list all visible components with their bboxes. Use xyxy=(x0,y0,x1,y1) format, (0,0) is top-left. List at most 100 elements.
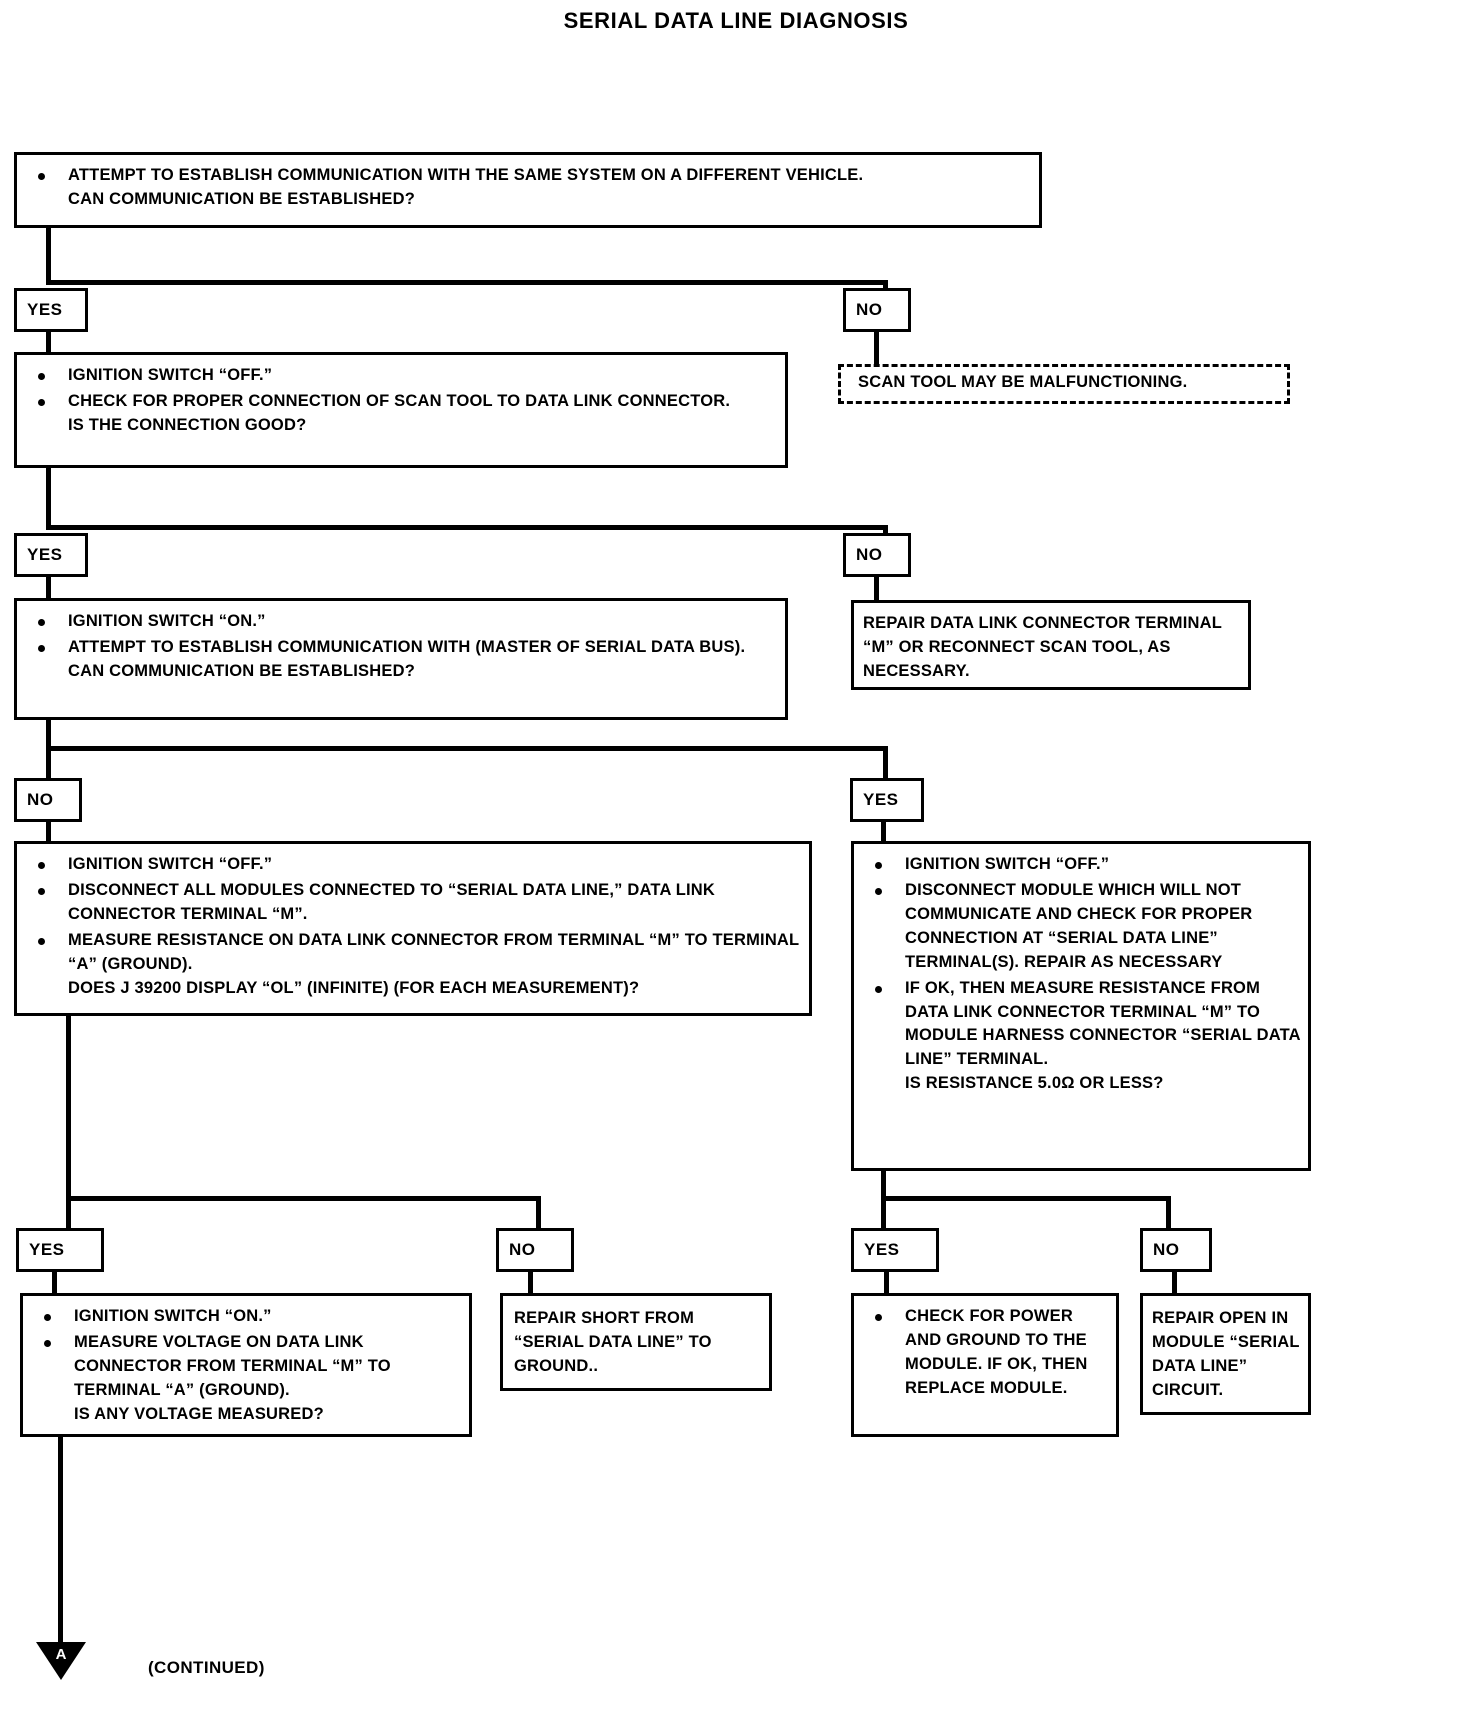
connector-step4-left-to-no xyxy=(536,1196,541,1230)
step-4-left-bullet-3-sub: DOES J 39200 DISPLAY “OL” (INFINITE) (FO… xyxy=(68,978,640,997)
continuation-triangle-icon xyxy=(36,1642,86,1680)
step-5-left-bullet-2: MEASURE VOLTAGE ON DATA LINK CONNECTOR F… xyxy=(34,1331,462,1427)
step-3-box xyxy=(14,598,788,720)
step-4-left-bullet-1: IGNITION SWITCH “OFF.” xyxy=(28,853,802,877)
branch-no-3-label: NO xyxy=(27,790,54,809)
step-4-left-bullet-3-text: MEASURE RESISTANCE ON DATA LINK CONNECTO… xyxy=(68,930,800,973)
step-5-left-bullet-1: IGNITION SWITCH “ON.” xyxy=(34,1305,462,1329)
connector-step2-stem xyxy=(46,468,51,530)
connector-yes5-down xyxy=(884,1272,889,1294)
outcome-repair-open-box xyxy=(1140,1293,1311,1415)
step-5-left-content: IGNITION SWITCH “ON.” MEASURE VOLTAGE ON… xyxy=(20,1293,472,1437)
outcome-repair-short-content: REPAIR SHORT FROM “SERIAL DATA LINE” TO … xyxy=(500,1293,772,1391)
branch-yes-2[interactable]: YES xyxy=(14,533,88,577)
branch-yes-2-label: YES xyxy=(27,545,63,564)
step-4-right-box xyxy=(851,841,1311,1171)
outcome-check-power-text: CHECK FOR POWER AND GROUND TO THE MODULE… xyxy=(905,1307,1088,1397)
connector-step1-to-no xyxy=(883,280,888,288)
step-4-left-bullet-2-text: DISCONNECT ALL MODULES CONNECTED TO “SER… xyxy=(68,880,716,923)
step-1-content: ATTEMPT TO ESTABLISH COMMUNICATION WITH … xyxy=(14,152,1042,228)
outcome-check-power-content: CHECK FOR POWER AND GROUND TO THE MODULE… xyxy=(851,1293,1119,1437)
branch-no-5-label: NO xyxy=(1153,1240,1180,1259)
connector-step3-bar xyxy=(46,746,888,751)
connector-step4-left-bar xyxy=(66,1196,541,1201)
connector-step4-right-to-no xyxy=(1166,1196,1171,1230)
branch-yes-1-label: YES xyxy=(27,300,63,319)
step-2-box xyxy=(14,352,788,468)
step-4-left-bullet-3: MEASURE RESISTANCE ON DATA LINK CONNECTO… xyxy=(28,929,802,1001)
outcome-repair-dlc-box xyxy=(851,600,1251,690)
connector-yes2-down xyxy=(46,577,51,602)
branch-no-2[interactable]: NO xyxy=(843,533,911,577)
step-3-bullet-1-text: IGNITION SWITCH “ON.” xyxy=(68,612,266,630)
connector-step3-stem xyxy=(46,720,51,782)
continuation-marker-letter: A xyxy=(55,1646,67,1663)
step-1-bullet-1-text: ATTEMPT TO ESTABLISH COMMUNICATION WITH … xyxy=(68,166,864,184)
connector-no5-down xyxy=(1172,1272,1177,1294)
connector-step2-to-no xyxy=(883,525,888,533)
outcome-check-power-bullet: CHECK FOR POWER AND GROUND TO THE MODULE… xyxy=(865,1305,1109,1401)
connector-step1-stem xyxy=(46,228,51,285)
outcome-scan-tool-box xyxy=(838,364,1290,404)
branch-no-1-label: NO xyxy=(856,300,883,319)
step-3-bullet-1: IGNITION SWITCH “ON.” xyxy=(28,610,778,634)
outcome-check-power-box xyxy=(851,1293,1119,1437)
continued-label: (CONTINUED) xyxy=(148,1658,265,1677)
branch-yes-4[interactable]: YES xyxy=(16,1228,104,1272)
outcome-repair-dlc-text: REPAIR DATA LINK CONNECTOR TERMINAL “M” … xyxy=(863,614,1222,680)
step-1-bullet-1-sub: CAN COMMUNICATION BE ESTABLISHED? xyxy=(68,189,415,208)
branch-yes-1[interactable]: YES xyxy=(14,288,88,332)
step-5-left-bullet-2-text: MEASURE VOLTAGE ON DATA LINK CONNECTOR F… xyxy=(74,1332,391,1399)
connector-step3-to-yes xyxy=(883,746,888,778)
branch-no-1[interactable]: NO xyxy=(843,288,911,332)
branch-no-5[interactable]: NO xyxy=(1140,1228,1212,1272)
connector-no4-down xyxy=(528,1272,533,1294)
branch-no-4-label: NO xyxy=(509,1240,536,1259)
connector-yes4-down xyxy=(52,1272,57,1294)
step-4-right-content: IGNITION SWITCH “OFF.” DISCONNECT MODULE… xyxy=(851,841,1311,1171)
step-4-right-bullet-3: IF OK, THEN MEASURE RESISTANCE FROM DATA… xyxy=(865,977,1301,1097)
branch-no-3[interactable]: NO xyxy=(14,778,82,822)
step-4-right-bullet-2: DISCONNECT MODULE WHICH WILL NOT COMMUNI… xyxy=(865,879,1301,975)
step-2-content: IGNITION SWITCH “OFF.” CHECK FOR PROPER … xyxy=(14,352,788,468)
branch-yes-5[interactable]: YES xyxy=(851,1228,939,1272)
connector-step1-bar xyxy=(46,280,888,285)
outcome-repair-dlc-content: REPAIR DATA LINK CONNECTOR TERMINAL “M” … xyxy=(851,600,1251,690)
branch-no-2-label: NO xyxy=(856,545,883,564)
step-2-bullet-2-sub: IS THE CONNECTION GOOD? xyxy=(68,415,307,434)
connector-step4-right-stem xyxy=(881,1171,886,1231)
page-title: SERIAL DATA LINE DIAGNOSIS xyxy=(563,8,909,33)
step-3-bullet-2: ATTEMPT TO ESTABLISH COMMUNICATION WITH … xyxy=(28,636,778,684)
connector-step4-left-stem xyxy=(66,1016,71,1230)
branch-yes-5-label: YES xyxy=(864,1240,900,1259)
connector-no2-down xyxy=(874,577,879,602)
step-4-left-box xyxy=(14,841,812,1016)
outcome-repair-short-text: REPAIR SHORT FROM “SERIAL DATA LINE” TO … xyxy=(514,1309,712,1375)
connector-step2-bar xyxy=(46,525,888,530)
step-1-box xyxy=(14,152,1042,228)
step-4-left-bullet-2: DISCONNECT ALL MODULES CONNECTED TO “SER… xyxy=(28,879,802,927)
step-4-right-bullet-2-text: DISCONNECT MODULE WHICH WILL NOT COMMUNI… xyxy=(905,880,1253,971)
connector-yes1-down xyxy=(46,332,51,357)
outcome-repair-short-box xyxy=(500,1293,772,1391)
outcome-scan-tool-content: SCAN TOOL MAY BE MALFUNCTIONING. xyxy=(838,364,1290,404)
branch-no-4[interactable]: NO xyxy=(496,1228,574,1272)
connector-no1-down xyxy=(874,332,879,367)
step-4-right-bullet-3-text: IF OK, THEN MEASURE RESISTANCE FROM DATA… xyxy=(905,978,1301,1069)
step-4-left-content: IGNITION SWITCH “OFF.” DISCONNECT ALL MO… xyxy=(14,841,812,1016)
step-2-bullet-2: CHECK FOR PROPER CONNECTION OF SCAN TOOL… xyxy=(28,390,778,438)
step-4-left-bullet-1-text: IGNITION SWITCH “OFF.” xyxy=(68,855,273,873)
step-1-bullet-1: ATTEMPT TO ESTABLISH COMMUNICATION WITH … xyxy=(28,164,1032,212)
step-5-left-bullet-2-sub: IS ANY VOLTAGE MEASURED? xyxy=(74,1404,324,1423)
connector-step5-to-marker xyxy=(58,1437,63,1645)
branch-yes-4-label: YES xyxy=(29,1240,65,1259)
step-5-left-box xyxy=(20,1293,472,1437)
step-3-bullet-2-sub: CAN COMMUNICATION BE ESTABLISHED? xyxy=(68,661,415,680)
connector-step4-right-bar xyxy=(881,1196,1171,1201)
step-3-content: IGNITION SWITCH “ON.” ATTEMPT TO ESTABLI… xyxy=(14,598,788,720)
step-2-bullet-2-text: CHECK FOR PROPER CONNECTION OF SCAN TOOL… xyxy=(68,391,731,410)
branch-yes-3[interactable]: YES xyxy=(850,778,924,822)
outcome-repair-open-text: REPAIR OPEN IN MODULE “SERIAL DATA LINE”… xyxy=(1152,1309,1300,1399)
outcome-scan-tool-text: SCAN TOOL MAY BE MALFUNCTIONING. xyxy=(858,373,1188,391)
step-3-bullet-2-text: ATTEMPT TO ESTABLISH COMMUNICATION WITH … xyxy=(68,637,746,656)
